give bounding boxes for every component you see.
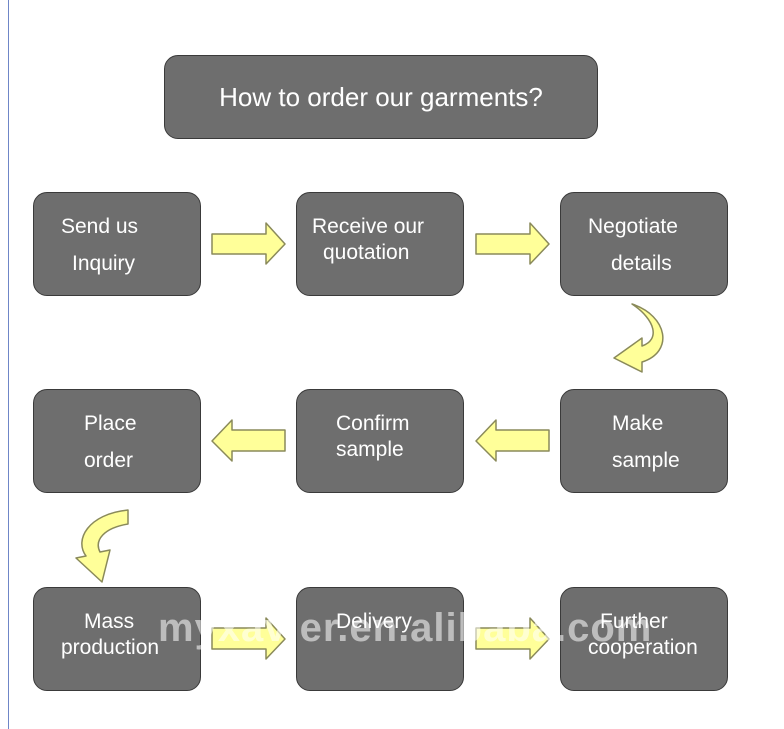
arrow-right-icon	[211, 222, 286, 265]
step-label-line1: Negotiate	[588, 215, 678, 238]
step-label-line1: Place	[84, 412, 137, 435]
arrow-right-icon	[475, 222, 550, 265]
step-label-line2: order	[84, 449, 134, 472]
step-mass-production: Mass production	[33, 587, 201, 691]
left-border-line	[8, 0, 9, 729]
step-label-line1: Mass	[84, 610, 135, 633]
arrow-right-icon	[211, 617, 286, 660]
step-label-line2: sample	[612, 449, 680, 472]
step-label-line1: Make	[612, 412, 664, 435]
curved-arrow-down-icon	[613, 303, 664, 373]
step-label-line2: cooperation	[588, 636, 698, 659]
step-delivery: Delivery	[296, 587, 464, 691]
step-label-line1: Send us	[61, 215, 139, 238]
step-make-sample: Make sample	[560, 389, 728, 493]
step-confirm-sample: Confirm sample	[296, 389, 464, 493]
arrow-left-icon	[475, 419, 550, 462]
step-label-line1: Delivery	[336, 610, 412, 633]
page-title: How to order our garments?	[164, 55, 598, 139]
watermark: myxavier.en.alibaba.com	[158, 606, 653, 650]
arrow-left-icon	[211, 419, 286, 462]
step-label-line1: Receive our	[312, 215, 425, 238]
step-label-line2: quotation	[323, 241, 410, 264]
step-receive-quotation: Receive our quotation	[296, 192, 464, 296]
step-negotiate-details: Negotiate details	[560, 192, 728, 296]
step-place-order: Place order	[33, 389, 201, 493]
step-label-line1: Further	[600, 610, 668, 633]
step-label-line2: details	[611, 252, 672, 275]
step-further-cooperation: Further cooperation	[560, 587, 728, 691]
curved-arrow-down-icon	[75, 509, 129, 583]
step-send-inquiry: Send us Inquiry	[33, 192, 201, 296]
step-label-line2: production	[61, 636, 160, 659]
arrow-right-icon	[475, 617, 550, 660]
step-label-line1: Confirm	[336, 412, 410, 435]
step-label-line2: Inquiry	[72, 252, 136, 275]
step-label-line2: sample	[336, 438, 404, 461]
